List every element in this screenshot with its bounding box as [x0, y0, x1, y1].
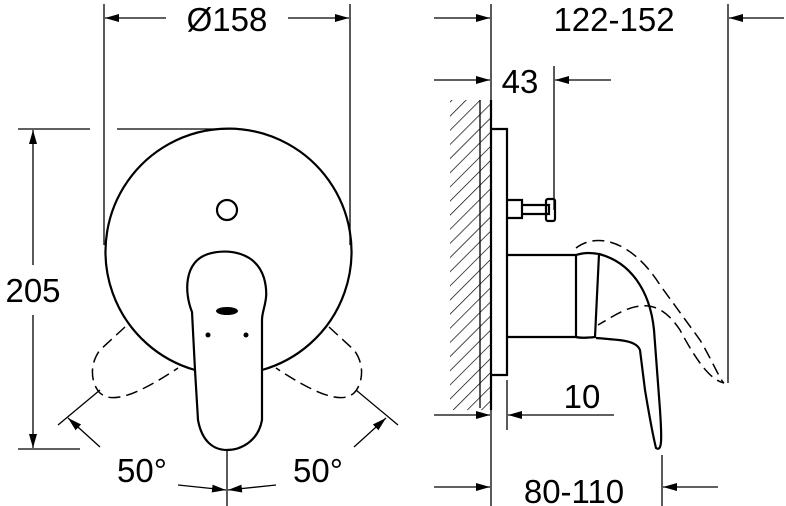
- front-view: Ø158 205 50° 50°: [5, 1, 399, 506]
- diameter-label: Ø158: [187, 1, 268, 38]
- diverter-hole: [215, 198, 239, 222]
- depth-total-label: 122-152: [553, 1, 674, 38]
- lever-handle: [186, 250, 268, 452]
- angle-left-label: 50°: [117, 452, 167, 489]
- plate-thickness-label: 10: [564, 378, 601, 415]
- height-label: 205: [5, 272, 60, 309]
- logo-mark: [216, 307, 238, 315]
- angle-right-label: 50°: [293, 452, 343, 489]
- rosette-plate: [104, 127, 353, 372]
- lever-depth-label: 80-110: [524, 473, 624, 506]
- side-view: 122-152 43 10 80-110: [434, 1, 784, 506]
- spout-offset-label: 43: [502, 63, 539, 100]
